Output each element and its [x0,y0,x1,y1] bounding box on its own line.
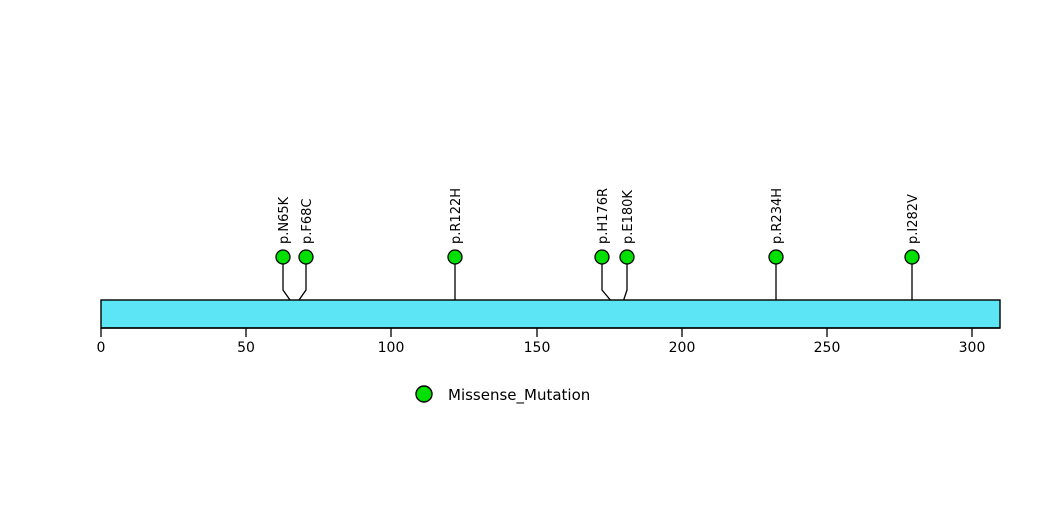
x-axis [100,327,1000,337]
mutation-dot-p-E180K[interactable] [619,249,635,265]
mutation-dot-p-I282V[interactable] [904,249,920,265]
mutation-dot-p-R122H[interactable] [447,249,463,265]
legend-label-missense-mutation: Missense_Mutation [448,386,590,405]
mutation-stems [282,258,913,328]
mutation-label-p-R122H: p.R122H [449,188,464,244]
mutation-label-p-N65K: p.N65K [277,196,292,244]
tick-label-0: 0 [97,340,106,356]
legend-dot-missense-mutation[interactable] [415,385,433,403]
tick-label-50: 50 [237,340,255,356]
x-axis-tick-labels: 0 50 100 150 200 250 300 [97,340,986,356]
mutation-label-p-H176R: p.H176R [596,188,611,244]
protein-backbone-bar[interactable] [100,299,1001,329]
mutation-label-p-E180K: p.E180K [621,190,636,244]
tick-label-250: 250 [814,340,841,356]
tick-label-200: 200 [669,340,696,356]
tick-label-100: 100 [378,340,405,356]
mutation-markers [275,249,920,265]
mutation-dot-p-N65K[interactable] [275,249,291,265]
mutation-label-p-F68C: p.F68C [300,199,315,244]
legend: Missense_Mutation [415,385,590,405]
mutation-label-p-I282V: p.I282V [906,194,921,244]
mutation-dot-p-F68C[interactable] [298,249,314,265]
mutation-label-p-R234H: p.R234H [770,188,785,244]
mutation-labels: p.N65K p.F68C p.R122H p.H176R p.E180K p.… [277,188,921,244]
mutation-dot-p-H176R[interactable] [594,249,610,265]
tick-label-300: 300 [959,340,986,356]
tick-label-150: 150 [524,340,551,356]
mutation-dot-p-R234H[interactable] [768,249,784,265]
